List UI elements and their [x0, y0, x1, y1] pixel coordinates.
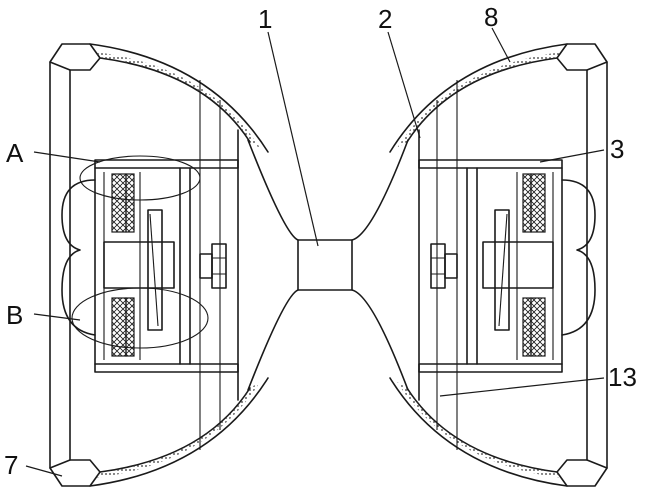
left-dome-bottom-outer — [89, 377, 269, 487]
label-1: 1 — [258, 4, 272, 34]
shaft-hub — [297, 239, 353, 291]
left-dome-texture-bottom — [95, 382, 260, 478]
right-dome-bottom-outer — [389, 377, 568, 487]
label-3: 3 — [610, 134, 624, 164]
left-top-plate — [94, 159, 239, 169]
shaft-right-bottom-curve — [351, 289, 409, 391]
left-bearing-upper-1 — [111, 173, 127, 233]
leader-lines — [25, 27, 605, 477]
right-dome-top-outer — [389, 43, 568, 153]
leader-a — [33, 151, 101, 163]
label-8: 8 — [484, 2, 498, 32]
label-b: B — [6, 300, 23, 330]
detail-circle-b — [71, 287, 209, 349]
right-spring-line — [498, 213, 508, 327]
left-bottom-plate — [94, 363, 239, 373]
left-dome-top-inner — [99, 57, 251, 143]
label-2: 2 — [378, 4, 392, 34]
label-13: 13 — [608, 362, 637, 392]
right-top-corner — [556, 43, 608, 71]
callout-labels: 1 2 8 3 A B 13 7 — [4, 2, 637, 480]
label-7: 7 — [4, 450, 18, 480]
left-dome-bottom-inner — [99, 387, 251, 473]
right-bolt-nut — [430, 243, 446, 289]
leader-13 — [439, 377, 605, 397]
left-dome-top-outer — [89, 43, 269, 153]
center-shaft — [247, 139, 409, 391]
leader-b — [33, 313, 81, 321]
leader-1 — [267, 31, 319, 247]
left-spring-line — [149, 213, 159, 327]
leader-3 — [539, 149, 605, 163]
right-dome-texture-bottom — [397, 382, 562, 478]
left-bottom-corner — [49, 459, 101, 487]
left-top-corner — [49, 43, 101, 71]
left-spring-rod — [147, 209, 163, 331]
right-bearing-upper-1 — [530, 173, 546, 233]
right-top-plate — [418, 159, 563, 169]
left-dome-texture-top — [95, 52, 260, 148]
right-bolt-lines — [431, 257, 445, 275]
right-bearing-lower-2 — [522, 297, 532, 357]
right-bolt-head — [444, 253, 458, 279]
shaft-left-bottom-curve — [247, 289, 299, 391]
shaft-right-top-curve — [351, 139, 409, 241]
left-wheel-profile — [61, 179, 96, 336]
left-bolt-lines — [212, 257, 226, 275]
right-axle-block — [482, 241, 554, 289]
right-wheel-profile — [561, 179, 596, 336]
label-a: A — [6, 138, 24, 168]
right-dome-texture-top — [397, 52, 562, 148]
left-bearing-lower-2 — [125, 297, 135, 357]
leader-2 — [387, 31, 421, 139]
right-spring-rod — [494, 209, 510, 331]
left-bolt-head — [199, 253, 213, 279]
left-bolt-nut — [211, 243, 227, 289]
leader-8 — [491, 27, 511, 63]
shaft-left-top-curve — [247, 139, 299, 241]
right-wheel-assembly — [389, 43, 608, 487]
left-wheel-assembly — [49, 43, 269, 487]
right-dome-bottom-inner — [406, 387, 558, 473]
right-bearing-lower-1 — [530, 297, 546, 357]
leader-7 — [25, 465, 63, 477]
right-bottom-plate — [418, 363, 563, 373]
right-bearing-upper-2 — [522, 173, 532, 233]
detail-circle-a — [79, 155, 201, 201]
right-bottom-corner — [556, 459, 608, 487]
left-bearing-upper-2 — [125, 173, 135, 233]
left-axle-block — [103, 241, 175, 289]
right-dome-top-inner — [406, 57, 558, 143]
